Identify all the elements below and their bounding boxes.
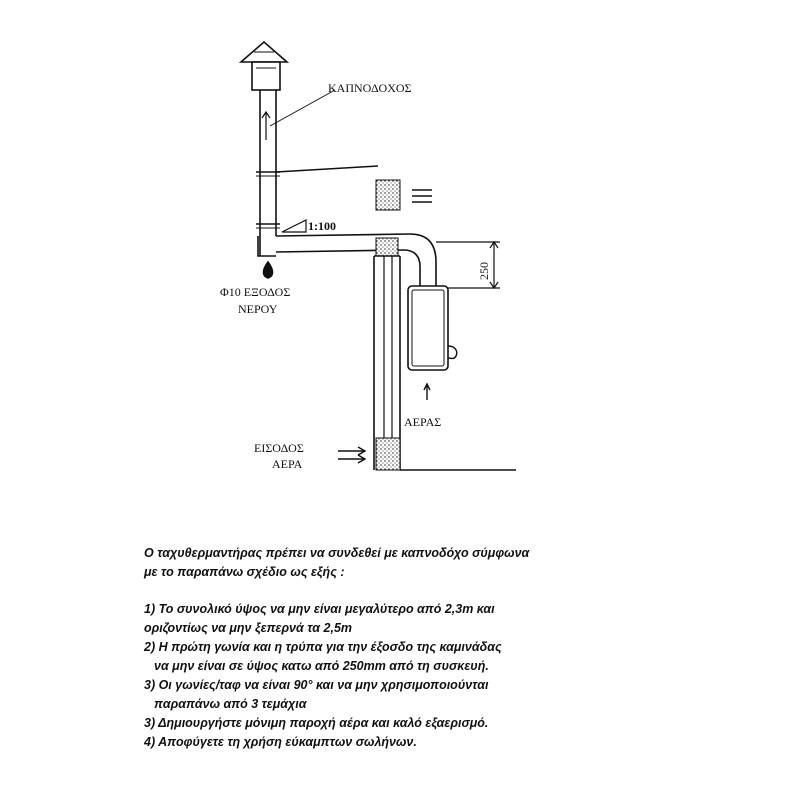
instruction-3a: 3) Οι γωνίες/ταφ να είναι 90° και να μην… bbox=[144, 678, 489, 692]
chimney-top-block bbox=[251, 61, 281, 91]
instruction-4: 3) Δημιουργήστε μόνιμη παροχή αέρα και κ… bbox=[144, 716, 489, 730]
t-junction bbox=[257, 236, 276, 257]
dimension-250 bbox=[436, 240, 500, 290]
wall-section bbox=[373, 255, 401, 470]
flue-pipe-vertical bbox=[256, 90, 280, 256]
intro-line-2: με το παραπάνω σχέδιο ως εξής : bbox=[144, 565, 345, 579]
instruction-2b: να μην είναι σε ύψος κατω από 250mm από … bbox=[154, 659, 489, 673]
air-label: ΑΕΡΑΣ bbox=[404, 415, 441, 429]
air-inlet-label: ΕΙΣΟΔΟΣ bbox=[254, 441, 304, 455]
wall-lower bbox=[375, 437, 401, 471]
flue-pipe-horizontal bbox=[275, 233, 437, 290]
chimney-leader bbox=[269, 89, 336, 127]
installation-instructions: Ο ταχυθερμαντήρας πρέπει να συνδεθεί με … bbox=[144, 544, 764, 752]
slope-triangle bbox=[281, 219, 307, 233]
intro-line-1: Ο ταχυθερμαντήρας πρέπει να συνδεθεί με … bbox=[144, 546, 530, 560]
instruction-2a: 2) Η πρώτη γωνία και η τρύπα για την έξο… bbox=[144, 640, 502, 654]
chimney-label: ΚΑΠΝΟΔΟΧΟΣ bbox=[328, 81, 412, 95]
instruction-3b: παραπάνω από 3 τεμάχια bbox=[154, 697, 307, 711]
water-heater bbox=[407, 285, 458, 371]
slope-label: 1:100 bbox=[308, 219, 336, 233]
air-inlet-label-2: ΑΕΡΑ bbox=[272, 457, 303, 471]
instruction-5: 4) Αποφύγετε τη χρήση εύκαμπτων σωλήνων. bbox=[144, 735, 417, 749]
wall-penetration bbox=[375, 237, 399, 257]
airflow-arrows bbox=[338, 189, 432, 464]
height-dimension-label: 250 bbox=[477, 262, 491, 280]
roof-line bbox=[275, 165, 379, 173]
water-outlet-drop bbox=[262, 260, 274, 279]
instruction-1b: οριζοντίως να μην ξεπερνά τα 2,5m bbox=[144, 621, 353, 635]
wall-upper bbox=[375, 179, 401, 211]
instruction-1a: 1) Το συνολικό ύψος να μην είναι μεγαλύτ… bbox=[144, 602, 495, 616]
water-outlet-label: Φ10 ΕΞΟΔΟΣ bbox=[220, 285, 290, 299]
water-outlet-label-2: ΝΕΡΟΥ bbox=[238, 302, 278, 316]
